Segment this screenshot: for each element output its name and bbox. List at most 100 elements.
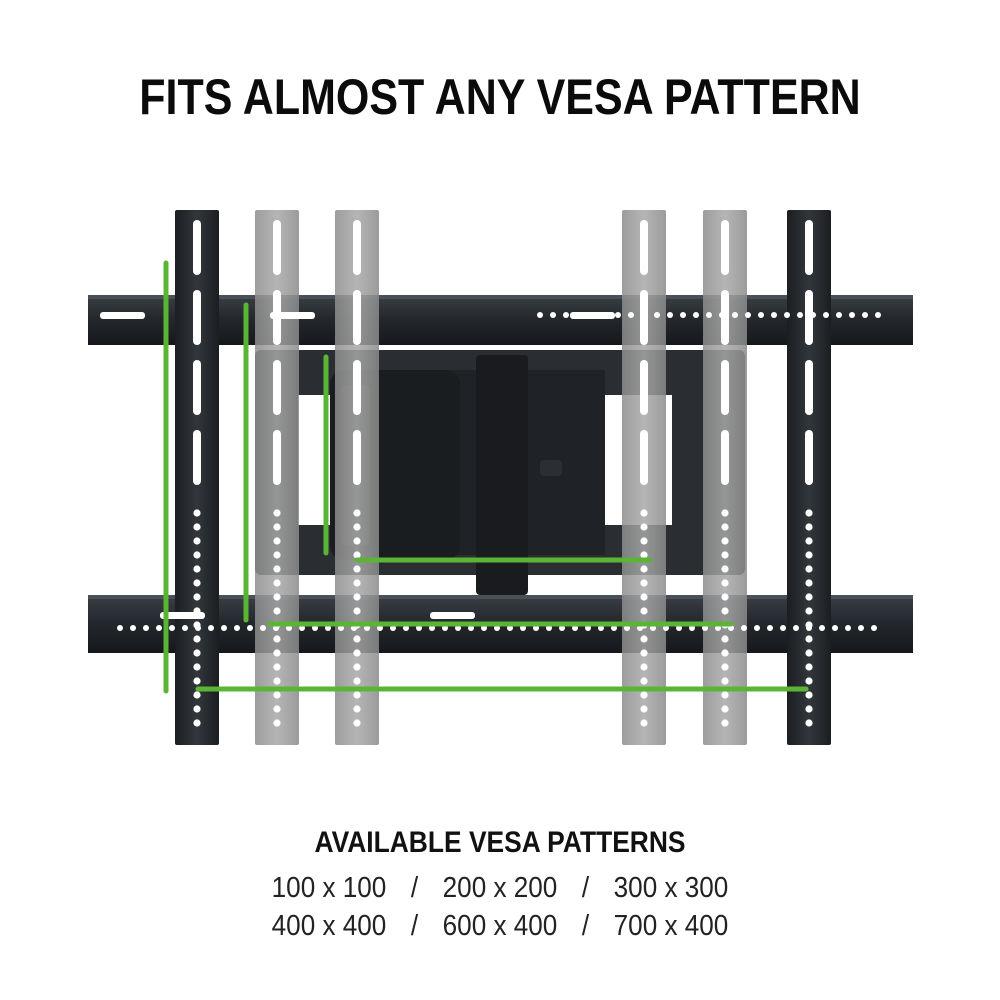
- arm-slot: [273, 220, 281, 275]
- arm-hole: [193, 691, 201, 699]
- arm-hole: [273, 649, 281, 657]
- rail-hole: [871, 625, 877, 631]
- arm-hole: [193, 649, 201, 657]
- arm-hole: [805, 523, 813, 531]
- rail-hole: [806, 625, 812, 631]
- arm-slot: [805, 360, 813, 415]
- arm-hole: [805, 635, 813, 643]
- rail-hole: [182, 625, 188, 631]
- arm-hole: [805, 593, 813, 601]
- arm-hole: [193, 663, 201, 671]
- headline: FITS ALMOST ANY VESA PATTERN: [139, 69, 861, 125]
- pattern-item: 200 x 200: [442, 872, 558, 904]
- pattern-item: 600 x 400: [442, 910, 558, 942]
- arm-slot: [721, 430, 729, 485]
- arm-hole: [721, 607, 729, 615]
- arm-hole: [353, 691, 361, 699]
- rail-hole: [667, 312, 673, 318]
- arm-hole: [193, 565, 201, 573]
- rail-hole: [550, 312, 556, 318]
- rail-hole: [797, 312, 803, 318]
- rail-hole: [810, 312, 816, 318]
- pattern-item: 300 x 300: [613, 872, 729, 904]
- arm-hole: [273, 523, 281, 531]
- arm-hole: [273, 509, 281, 517]
- arm-hole: [805, 565, 813, 573]
- rail-hole: [706, 312, 712, 318]
- arm-hole: [640, 537, 648, 545]
- arm-hole: [721, 663, 729, 671]
- rail-hole: [754, 625, 760, 631]
- rail-hole: [836, 312, 842, 318]
- arm-hole: [273, 565, 281, 573]
- pattern-item: 700 x 400: [613, 910, 729, 942]
- arm-slot: [273, 430, 281, 485]
- arm-hole: [640, 691, 648, 699]
- arm-hole: [193, 537, 201, 545]
- arm-hole: [193, 551, 201, 559]
- arm-hole: [805, 579, 813, 587]
- arm-hole: [353, 649, 361, 657]
- arm-hole: [640, 663, 648, 671]
- arm-hole: [193, 677, 201, 685]
- arm-hole: [721, 705, 729, 713]
- arm-hole: [640, 579, 648, 587]
- arm-hole: [273, 537, 281, 545]
- rail-hole: [654, 312, 660, 318]
- arm-hole: [273, 691, 281, 699]
- arm-hole: [640, 705, 648, 713]
- arm-hole: [273, 663, 281, 671]
- pattern-separator: /: [581, 910, 590, 942]
- arm-hole: [721, 649, 729, 657]
- arm-hole: [273, 635, 281, 643]
- rail-slot: [430, 612, 475, 619]
- rail-hole: [741, 625, 747, 631]
- rail-hole: [875, 312, 881, 318]
- arm-slot: [273, 360, 281, 415]
- arm-hole: [640, 523, 648, 531]
- arm-hole: [193, 705, 201, 713]
- arm-hole: [273, 607, 281, 615]
- arm-holes: [193, 220, 813, 727]
- arm-hole: [805, 537, 813, 545]
- arm-hole: [721, 635, 729, 643]
- rail-hole: [793, 625, 799, 631]
- rail-hole: [745, 312, 751, 318]
- rail-hole: [628, 312, 634, 318]
- pattern-separator: /: [581, 872, 590, 904]
- tv-mount-illustration: [88, 210, 913, 745]
- patterns-section-title: AVAILABLE VESA PATTERNS: [314, 826, 686, 859]
- arm-hole: [273, 677, 281, 685]
- rail-hole: [832, 625, 838, 631]
- arm-hole: [805, 607, 813, 615]
- arm-hole: [273, 719, 281, 727]
- arm-hole: [193, 509, 201, 517]
- arm-slot: [193, 220, 201, 275]
- rail-slot: [570, 312, 615, 319]
- rail-hole: [130, 625, 136, 631]
- rail-hole: [143, 625, 149, 631]
- arm-hole: [353, 719, 361, 727]
- rail-hole: [823, 312, 829, 318]
- arm-hole: [273, 579, 281, 587]
- arm-hole: [805, 509, 813, 517]
- arm-hole: [805, 551, 813, 559]
- arm-hole: [640, 509, 648, 517]
- rail-hole: [156, 625, 162, 631]
- rail-hole: [195, 625, 201, 631]
- arm-hole: [640, 677, 648, 685]
- arm-hole: [805, 705, 813, 713]
- rail-hole: [780, 625, 786, 631]
- arm-hole: [193, 635, 201, 643]
- rail-hole: [771, 312, 777, 318]
- rail-hole: [819, 625, 825, 631]
- arm-hole: [353, 607, 361, 615]
- arm-hole: [640, 719, 648, 727]
- arm-hole: [193, 719, 201, 727]
- arm-hole: [273, 593, 281, 601]
- rail-hole: [537, 312, 543, 318]
- arm-hole: [721, 719, 729, 727]
- rail-hole: [862, 312, 868, 318]
- arm-hole: [721, 537, 729, 545]
- arm-slot: [721, 360, 729, 415]
